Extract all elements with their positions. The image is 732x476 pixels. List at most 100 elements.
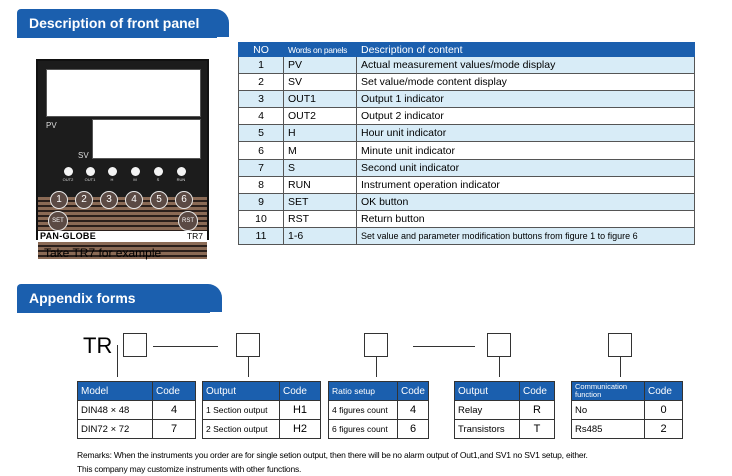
- cell-desc: Output 1 indicator: [356, 90, 695, 109]
- section-header-front-panel: Description of front panel: [17, 9, 229, 37]
- led-m: [131, 167, 140, 176]
- section-header-appendix: Appendix forms: [17, 284, 222, 312]
- bracket-line: [117, 345, 118, 377]
- code-box-output[interactable]: [236, 333, 260, 357]
- button-5[interactable]: 5: [150, 191, 168, 209]
- code-box-output-type[interactable]: [487, 333, 511, 357]
- cell-no: 6: [238, 141, 284, 160]
- button-6[interactable]: 6: [175, 191, 193, 209]
- connector-line: [499, 357, 500, 377]
- opt-code: 6: [397, 419, 429, 439]
- cell-desc: Instrument operation indicator: [356, 175, 695, 194]
- rst-button[interactable]: RST: [178, 211, 198, 231]
- opt-cell: 2 Section output: [202, 419, 280, 439]
- cell-desc: Second unit indicator: [356, 158, 695, 177]
- section-underline: [17, 311, 210, 313]
- button-1[interactable]: 1: [50, 191, 68, 209]
- dash-separator: [153, 346, 218, 347]
- opt-header-code: Code: [519, 381, 555, 401]
- opt-cell: Rs485: [571, 419, 645, 439]
- pv-display: [46, 69, 201, 117]
- opt-code: 7: [152, 419, 196, 439]
- opt-cell: 1 Section output: [202, 400, 280, 420]
- led-label-m: M: [133, 177, 137, 182]
- button-2[interactable]: 2: [75, 191, 93, 209]
- code-box-ratio[interactable]: [364, 333, 388, 357]
- cell-word: 1-6: [283, 226, 357, 246]
- opt-cell: 6 figures count: [328, 419, 398, 439]
- opt-code: R: [519, 400, 555, 420]
- code-box-communication[interactable]: [608, 333, 632, 357]
- cell-desc: Output 2 indicator: [356, 107, 695, 126]
- led-out1: [86, 167, 95, 176]
- opt-header-code: Code: [279, 381, 321, 401]
- led-out2: [64, 167, 73, 176]
- connector-line: [376, 357, 377, 377]
- opt-cell: Transistors: [454, 419, 520, 439]
- cell-word: SV: [283, 73, 357, 92]
- button-3[interactable]: 3: [100, 191, 118, 209]
- cell-desc: Set value and parameter modification but…: [356, 226, 695, 246]
- opt-code: 0: [644, 400, 683, 420]
- button-4[interactable]: 4: [125, 191, 143, 209]
- opt-code: H1: [279, 400, 321, 420]
- cell-desc: Set value/mode content display: [356, 73, 695, 92]
- code-box-model[interactable]: [123, 333, 147, 357]
- opt-cell: DIN72 × 72: [77, 419, 153, 439]
- connector-line: [248, 357, 249, 377]
- opt-header-code: Code: [152, 381, 196, 401]
- model-label: TR7: [186, 231, 203, 241]
- opt-header: Ratio setup: [328, 381, 398, 401]
- cell-desc: Hour unit indicator: [356, 124, 695, 143]
- connector-line: [620, 357, 621, 377]
- cell-word: RST: [283, 209, 357, 228]
- cell-word: OUT1: [283, 90, 357, 109]
- cell-no: 11: [238, 226, 284, 246]
- cell-no: 9: [238, 192, 284, 211]
- cell-no: 2: [238, 73, 284, 92]
- cell-no: 3: [238, 90, 284, 109]
- panel-caption: Take TR7 for example: [44, 246, 162, 260]
- model-prefix: TR: [83, 333, 113, 358]
- cell-no: 5: [238, 124, 284, 143]
- col-header-description: Description of content: [356, 42, 695, 57]
- opt-code: H2: [279, 419, 321, 439]
- remarks-line-1: Remarks: When the instruments you order …: [77, 450, 588, 460]
- led-label-h: H: [110, 177, 114, 182]
- brand-plate: PAN-GLOBE TR7: [38, 231, 207, 242]
- opt-code: 2: [644, 419, 683, 439]
- cell-desc: Return button: [356, 209, 695, 228]
- cell-word: PV: [283, 55, 357, 75]
- opt-cell: DIN48 × 48: [77, 400, 153, 420]
- led-label-s: S: [156, 177, 160, 182]
- description-table: NO Words on panels Description of conten…: [238, 42, 695, 246]
- opt-code: T: [519, 419, 555, 439]
- opt-header: Communication function: [571, 381, 645, 401]
- set-button[interactable]: SET: [48, 211, 68, 231]
- cell-word: SET: [283, 192, 357, 211]
- led-label-out1: OUT1: [84, 177, 96, 182]
- cell-desc: Minute unit indicator: [356, 141, 695, 160]
- opt-code: 4: [152, 400, 196, 420]
- led-s: [154, 167, 163, 176]
- cell-desc: Actual measurement values/mode display: [356, 55, 695, 75]
